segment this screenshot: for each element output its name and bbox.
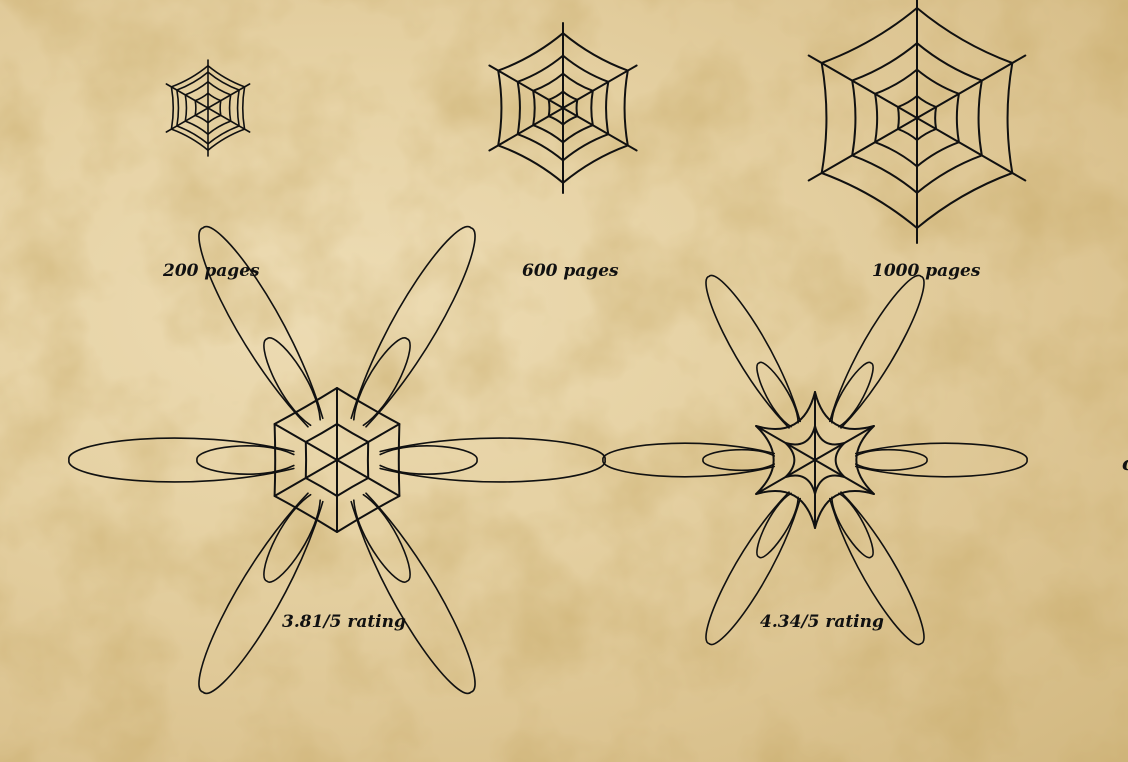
spiderweb-icon [165, 59, 251, 157]
web-ring [896, 95, 938, 141]
web-ring [184, 81, 232, 135]
inner-petals [702, 361, 928, 559]
web-ring [497, 32, 629, 184]
web-ring [851, 42, 983, 194]
label-600-pages: 600 pages [522, 261, 619, 281]
web-spoke [165, 59, 251, 157]
web-ring [532, 72, 594, 144]
web-ring [874, 68, 960, 168]
spiderweb-icon [807, 0, 1027, 244]
web-ring [547, 90, 579, 126]
web-ring [304, 423, 370, 497]
label-rating-4-34: 4.34/5 rating [760, 612, 884, 632]
web-ring [784, 425, 846, 495]
web-spoke [807, 0, 1027, 244]
web-ring [273, 387, 401, 533]
web-ring [194, 92, 222, 124]
web-ring [516, 54, 610, 162]
web-ring [820, 7, 1014, 229]
page-count-legend [165, 0, 1027, 244]
inner-petals [196, 337, 478, 583]
star-flower-icon [602, 274, 1028, 646]
web-ring [755, 391, 875, 529]
rating-legend [68, 225, 1028, 695]
web-ring [176, 71, 240, 145]
label-rating-3-81: 3.81/5 rating [282, 612, 406, 632]
spiderweb-icon [488, 22, 638, 194]
rating-labels: 3.81/5 rating 4.34/5 rating [282, 612, 884, 632]
page-labels: 200 pages 600 pages 1000 pages [162, 261, 981, 281]
label-200-pages: 200 pages [162, 261, 260, 281]
web-ring [170, 65, 246, 151]
outer-petals [68, 225, 606, 695]
star-flower-icon [68, 225, 606, 695]
outer-petals [602, 274, 1028, 646]
web-spoke [488, 22, 638, 194]
edge-mark: c [1122, 451, 1128, 475]
label-1000-pages: 1000 pages [872, 261, 981, 281]
